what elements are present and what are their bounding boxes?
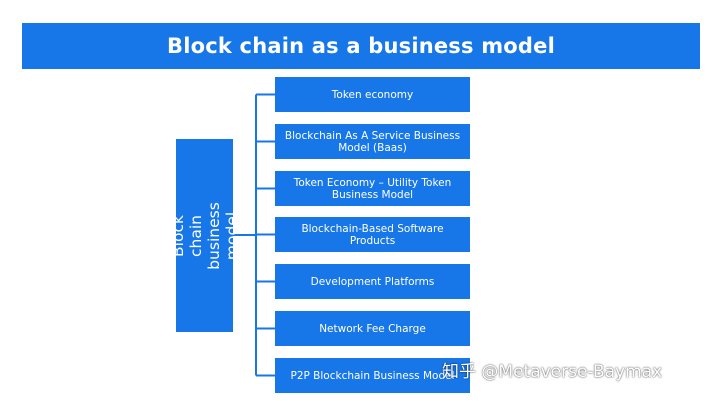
branch-node-token-economy: Token economy: [275, 77, 470, 112]
branch-node-label: Development Platforms: [310, 275, 435, 288]
branch-node-label: P2P Blockchain Business Model: [290, 369, 455, 382]
branch-node-network-fee: Network Fee Charge: [275, 311, 470, 346]
branch-node-label: Network Fee Charge: [319, 322, 426, 335]
branch-node-label: Token economy: [331, 88, 414, 101]
branch-node-software-products: Blockchain-Based Software Products: [275, 217, 470, 252]
root-node-label: Block chain business model: [168, 201, 241, 270]
root-node: Block chain business model: [169, 139, 241, 332]
title-bar: Block chain as a business model: [22, 23, 700, 69]
branch-node-utility-token: Token Economy – Utility Token Business M…: [275, 171, 470, 206]
branch-node-development-platforms: Development Platforms: [275, 264, 470, 299]
branch-node-p2p: P2P Blockchain Business Model: [275, 358, 470, 393]
diagram-title: Block chain as a business model: [166, 34, 555, 58]
branch-node-label: Blockchain-Based Software Products: [301, 222, 444, 247]
branch-node-baas: Blockchain As A Service Business Model (…: [275, 124, 470, 159]
watermark: 知乎 @Metaverse-Baymax: [442, 362, 663, 382]
branch-node-label: Token Economy – Utility Token Business M…: [293, 176, 452, 201]
branch-node-label: Blockchain As A Service Business Model (…: [284, 129, 461, 154]
